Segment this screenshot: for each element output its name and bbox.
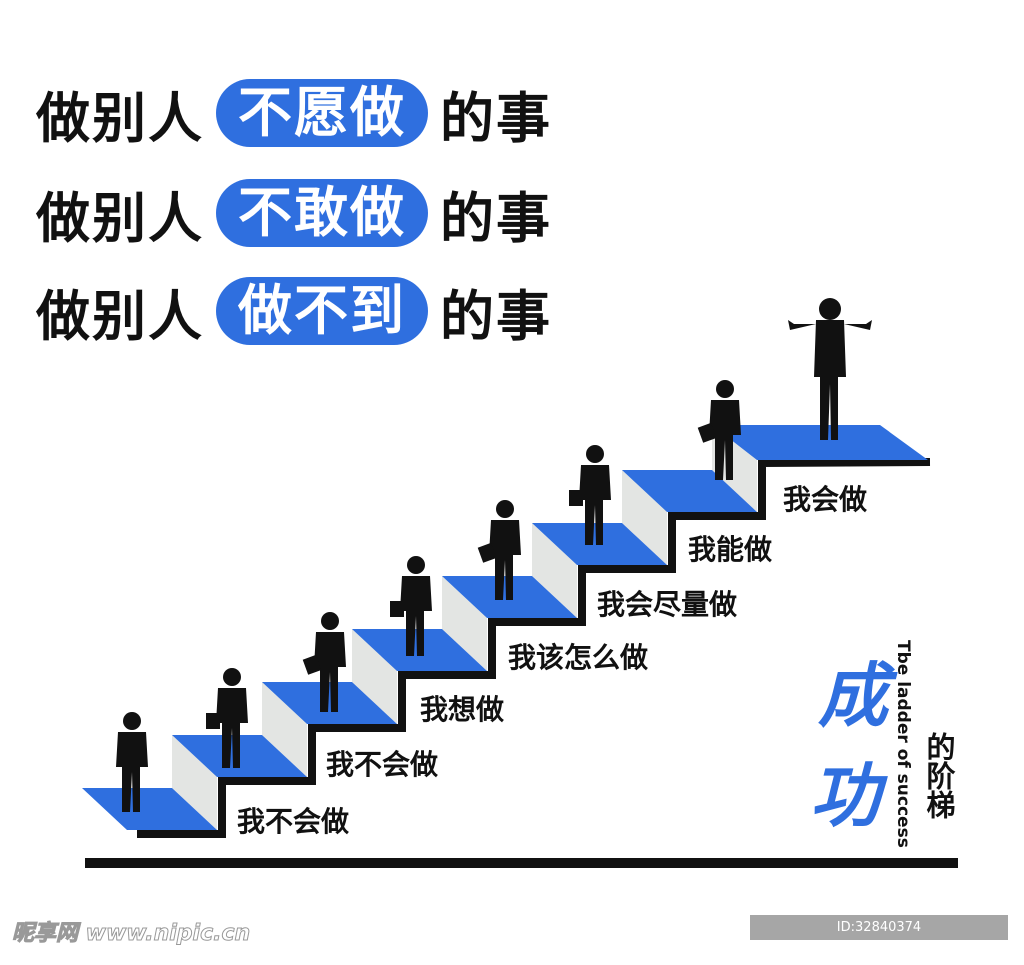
stair-riser	[352, 629, 397, 724]
person-silhouette-icon	[697, 380, 741, 480]
headline-suffix: 的事	[440, 284, 552, 348]
step-label-1: 我不会做	[237, 805, 350, 838]
step-label-6: 我能做	[688, 533, 773, 566]
headline-suffix: 的事	[440, 86, 552, 150]
headline-suffix: 的事	[440, 186, 552, 250]
stair-top-platform	[712, 425, 928, 460]
person-silhouette-icon	[390, 556, 432, 656]
step-label-3: 我想做	[420, 693, 505, 726]
stair-riser	[262, 682, 307, 777]
headline-highlight: 不敢做	[216, 179, 428, 247]
headline-2: 做别人不敢做的事	[36, 178, 552, 250]
step-label-4: 我该怎么做	[508, 641, 649, 674]
headline-prefix: 做别人	[36, 86, 204, 150]
person-silhouette-icon	[569, 445, 611, 545]
person-silhouette-icon	[116, 712, 148, 812]
headline-prefix: 做别人	[36, 186, 204, 250]
headline-3: 做别人做不到的事	[36, 276, 552, 348]
headline-1: 做别人不愿做的事	[36, 78, 552, 150]
stair-riser	[172, 735, 217, 830]
headline-prefix: 做别人	[36, 284, 204, 348]
person-silhouette-icon	[206, 668, 248, 768]
step-label-7: 我会做	[783, 483, 868, 516]
title-english: Tbe ladder of success	[893, 640, 913, 848]
stair-tread	[622, 470, 757, 512]
stair-riser	[532, 523, 577, 618]
person-silhouette-icon	[302, 612, 346, 712]
stair-riser	[622, 470, 667, 565]
person-silhouette-icon	[788, 298, 872, 440]
step-label-5: 我会尽量做	[597, 588, 738, 621]
title-cheng: 成	[818, 654, 888, 737]
person-silhouette-icon	[477, 500, 521, 600]
watermark-logo: 昵享网 www.nipic.cn	[11, 921, 251, 947]
headline-highlight: 做不到	[216, 277, 428, 345]
stair-tread	[262, 682, 397, 724]
stair-outline	[137, 458, 931, 838]
stair-tread	[82, 788, 217, 830]
ground-bar	[85, 858, 958, 868]
stair-riser	[442, 576, 487, 671]
title-gong: 功	[810, 754, 880, 837]
watermark-id: ID:32840374 NO:20240210113843346105	[750, 915, 1008, 960]
step-label-2: 我不会做	[326, 748, 439, 781]
title-de-jieti: 的阶梯	[922, 732, 956, 819]
headline-highlight: 不愿做	[216, 79, 428, 147]
